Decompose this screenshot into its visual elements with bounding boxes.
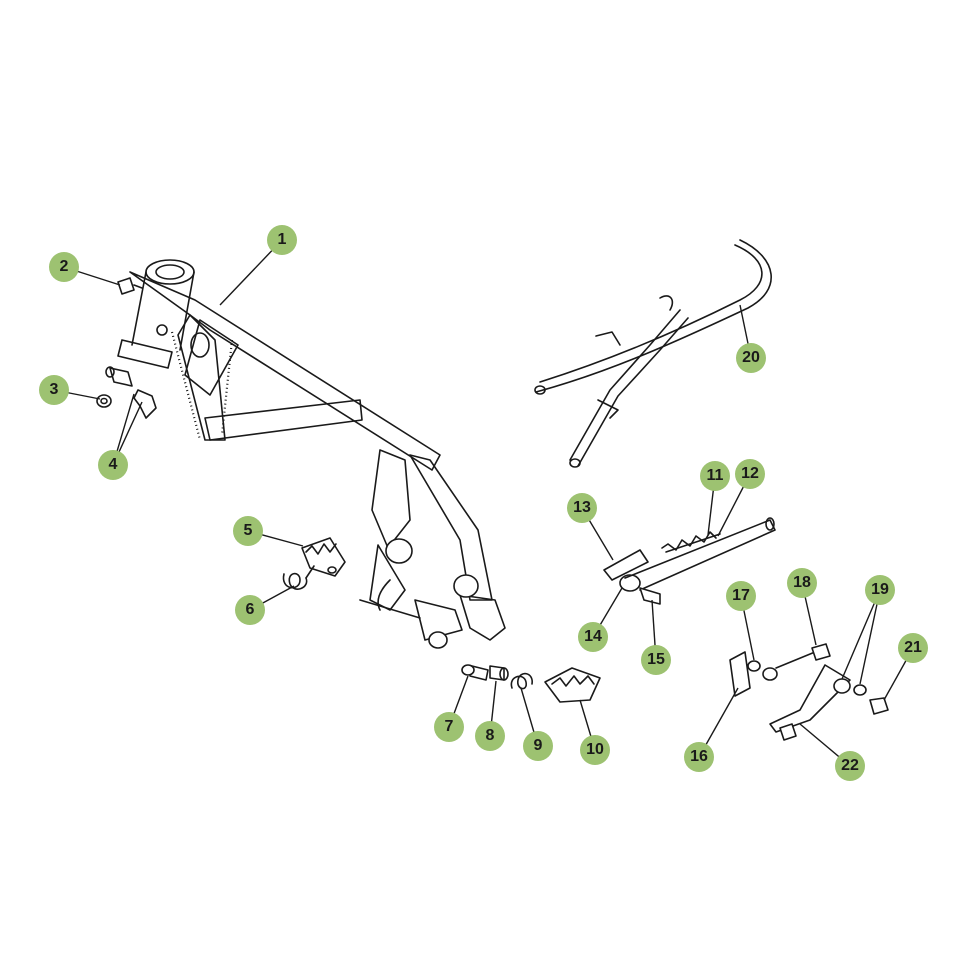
callout-12[interactable]: 12 [735,459,765,489]
shift-linkage-part[interactable] [729,643,831,697]
leader-lines [53,239,914,767]
bushing-part[interactable] [489,665,509,681]
callout-7[interactable]: 7 [434,712,464,742]
footpeg-spring-part[interactable] [510,672,533,690]
callout-3[interactable]: 3 [39,375,69,405]
callout-13[interactable]: 13 [567,493,597,523]
callout-9[interactable]: 9 [523,731,553,761]
brake-pedal-part[interactable] [769,664,889,741]
side-stand-part[interactable] [603,517,776,592]
callout-17[interactable]: 17 [726,581,756,611]
callout-11[interactable]: 11 [700,461,730,491]
callout-10[interactable]: 10 [580,735,610,765]
callout-19[interactable]: 19 [865,575,895,605]
frame-part[interactable] [129,271,506,649]
callout-6[interactable]: 6 [235,595,265,625]
callout-1[interactable]: 1 [267,225,297,255]
callout-5[interactable]: 5 [233,516,263,546]
steering-lock-part[interactable] [105,366,157,419]
left-footpeg-part[interactable] [301,537,346,577]
callout-21[interactable]: 21 [898,633,928,663]
bolt-part[interactable] [117,277,143,295]
callout-4[interactable]: 4 [98,450,128,480]
callout-14[interactable]: 14 [578,622,608,652]
callout-15[interactable]: 15 [641,645,671,675]
callout-8[interactable]: 8 [475,721,505,751]
stand-spring-part[interactable] [661,531,721,553]
callout-18[interactable]: 18 [787,568,817,598]
stand-bolt-part[interactable] [639,587,661,605]
steering-head [117,259,195,369]
callout-2[interactable]: 2 [49,252,79,282]
callout-20[interactable]: 20 [736,343,766,373]
washer-part[interactable] [96,394,112,408]
rear-subframe-part[interactable] [534,239,772,468]
spring-part[interactable] [282,565,315,590]
pivot-bolt-part[interactable] [461,664,489,681]
callout-22[interactable]: 22 [835,751,865,781]
callout-16[interactable]: 16 [684,742,714,772]
right-footpeg-part[interactable] [544,667,601,703]
